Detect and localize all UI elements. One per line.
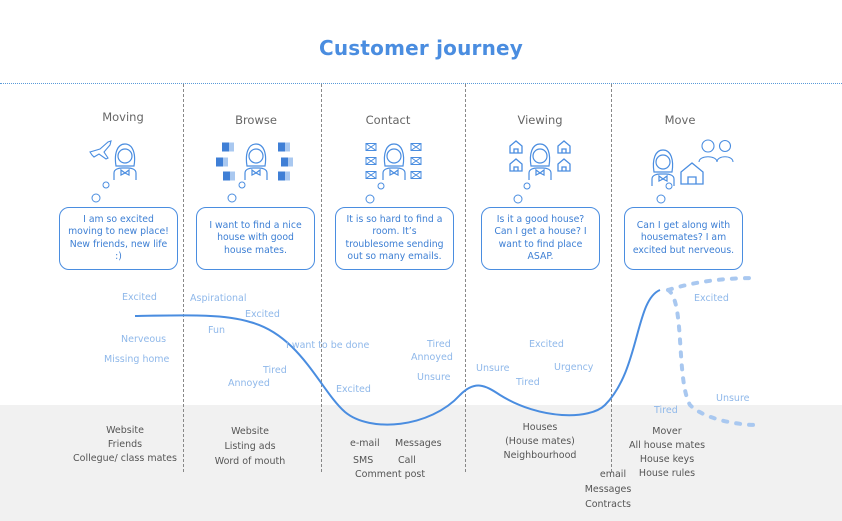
emotion-label: Annoyed	[411, 352, 453, 363]
emotion-line	[134, 289, 661, 426]
touchpoint: Mover	[652, 426, 682, 437]
stage-divider	[183, 84, 184, 472]
stage-title-browse: Browse	[235, 113, 277, 127]
touchpoint: Messages	[395, 438, 442, 449]
emotion-line-possible-unsure	[666, 288, 759, 427]
touchpoint: Listing ads	[224, 441, 276, 452]
stage-title-contact: Contact	[365, 113, 411, 127]
emotion-label: Excited	[529, 339, 564, 350]
touchpoint: Word of mouth	[214, 456, 286, 467]
stage-title-viewing: Viewing	[517, 113, 563, 127]
top-divider	[0, 83, 842, 84]
touchpoints-moving: Website Friends Collegue/ class mates	[55, 424, 195, 466]
touchpoint: Call	[398, 455, 416, 466]
thought-bubble-viewing: Is it a good house? Can I get a house? I…	[481, 207, 600, 270]
emotion-label: Excited	[336, 384, 371, 395]
thought-bubble-contact: It is so hard to find a room. It’s troub…	[335, 207, 454, 270]
thought-bubble-move: Can I get along with housemates? I am ex…	[624, 207, 743, 270]
emotion-label: Aspirational	[190, 293, 247, 304]
touchpoint: House rules	[638, 468, 696, 479]
emotion-label: Excited	[122, 292, 157, 303]
emotion-label: Unsure	[417, 372, 451, 383]
touchpoint: Comment post	[355, 469, 426, 480]
touchpoint: Collegue/ class mates	[73, 453, 177, 464]
emotion-label: Tired	[263, 365, 287, 376]
thought-bubble-moving: I am so excited moving to new place! New…	[59, 207, 178, 270]
touchpoints-contact: e-mail Messages SMS Call Comment post	[340, 437, 450, 487]
emotion-label: Urgency	[554, 362, 594, 373]
touchpoint: e-mail	[350, 438, 380, 449]
stage-divider	[611, 84, 612, 472]
touchpoints-viewing: Houses (House mates) Neighbourhood	[490, 421, 590, 463]
emotion-label: I want to be done	[286, 340, 370, 351]
touchpoints-band	[0, 405, 842, 521]
emotion-label: Tired	[427, 339, 451, 350]
touchpoint: Neighbourhood	[503, 450, 577, 461]
housemates-icon	[698, 139, 734, 163]
emotion-label: Tired	[516, 377, 540, 388]
touchpoint: House keys	[639, 454, 695, 465]
emotion-label: Tired	[654, 405, 678, 416]
thought-bubble-browse: I want to find a nice house with good ho…	[196, 207, 315, 270]
touchpoint: Messages	[584, 484, 632, 495]
stage-title-moving: Moving	[102, 110, 144, 124]
touchpoint: (House mates)	[505, 436, 575, 447]
touchpoint: All house mates	[628, 440, 706, 451]
stage-divider	[321, 84, 322, 472]
airplane-icon	[89, 140, 112, 160]
touchpoint: Friends	[107, 439, 143, 450]
emotion-label: Unsure	[476, 363, 510, 374]
emotion-line-possible-excited	[666, 276, 759, 292]
touchpoints-viewing-extra: email Messages Contracts	[578, 467, 638, 512]
touchpoints-browse: Website Listing ads Word of mouth	[190, 424, 310, 469]
emotion-label: Missing home	[104, 354, 170, 365]
emotion-label: Excited	[694, 293, 729, 304]
touchpoint: Contracts	[585, 499, 631, 510]
emotion-label: Fun	[208, 325, 225, 336]
touchpoint: Website	[231, 426, 269, 437]
emotion-label: Annoyed	[228, 378, 270, 389]
stage-title-move: Move	[664, 113, 696, 127]
house-icon	[680, 162, 704, 185]
touchpoint: SMS	[353, 455, 374, 466]
stage-divider	[465, 84, 466, 472]
page-title: Customer journey	[318, 36, 524, 60]
touchpoints-move: Mover All house mates House keys House r…	[622, 425, 712, 481]
touchpoint: email	[599, 469, 627, 480]
emotion-label: Unsure	[716, 393, 750, 404]
touchpoint: Website	[106, 425, 144, 436]
emotion-label: Nerveous	[121, 334, 167, 345]
touchpoint: Houses	[522, 422, 558, 433]
emotion-label: Excited	[245, 309, 280, 320]
